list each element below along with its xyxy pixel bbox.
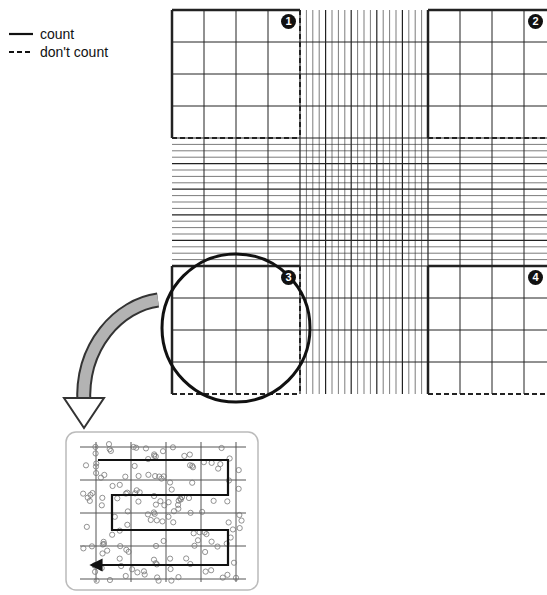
legend-sample xyxy=(8,47,34,57)
grid-line xyxy=(428,144,547,145)
grid-line xyxy=(428,42,547,43)
grid-line xyxy=(428,259,547,260)
grid-line xyxy=(428,189,547,190)
grid-line xyxy=(492,138,493,266)
grid-line xyxy=(428,208,547,209)
grid-line xyxy=(428,240,547,241)
grid-line xyxy=(428,214,547,215)
grid-line xyxy=(428,182,547,183)
legend-entry: don't count xyxy=(8,44,108,60)
grid-line xyxy=(428,202,547,203)
cells xyxy=(81,442,245,584)
grid-line xyxy=(428,221,547,222)
grid-line xyxy=(428,362,547,363)
grid-line xyxy=(172,106,300,107)
grid-line xyxy=(268,10,269,138)
grid-line xyxy=(300,246,428,247)
callout-number: 3 xyxy=(281,270,296,285)
grid-line xyxy=(428,298,547,299)
grid-line xyxy=(427,138,428,266)
grid-line xyxy=(268,266,269,394)
grid-line xyxy=(172,9,300,12)
grid-line xyxy=(96,442,97,582)
grid-line xyxy=(172,330,300,331)
grid-line xyxy=(300,362,428,363)
zoom-inset xyxy=(66,432,258,590)
grid-line xyxy=(524,266,525,394)
grid-line xyxy=(171,10,174,138)
grid-line xyxy=(300,259,428,260)
grid-line xyxy=(428,393,547,395)
grid-line xyxy=(428,157,547,158)
grid-line xyxy=(80,513,246,514)
grid-line xyxy=(428,227,547,228)
grid-line xyxy=(300,42,428,43)
grid-line xyxy=(171,266,174,394)
grid-line xyxy=(428,170,547,171)
grid-line xyxy=(300,265,428,266)
grid-line xyxy=(460,138,461,266)
zoom-arrow xyxy=(64,300,158,428)
grid-line xyxy=(428,265,547,268)
grid-line xyxy=(172,74,300,75)
grid-line xyxy=(80,447,246,448)
grid-line xyxy=(428,9,547,12)
grid-line xyxy=(428,137,547,139)
grid-line xyxy=(524,138,525,266)
counting-grid xyxy=(172,10,547,394)
grid-line xyxy=(428,246,547,247)
grid-line xyxy=(268,138,269,266)
grid-line xyxy=(428,265,547,266)
callout-number: 4 xyxy=(528,270,543,285)
callout-number: 1 xyxy=(281,14,296,29)
grid-line xyxy=(300,330,428,331)
magnifier-circle xyxy=(162,254,310,402)
grid-line xyxy=(300,298,428,299)
grid-line xyxy=(166,442,167,582)
grid-line xyxy=(204,138,205,266)
grid-line xyxy=(428,253,547,254)
grid-line xyxy=(236,138,237,266)
grid-line xyxy=(421,138,422,266)
grid-line xyxy=(428,163,547,164)
callout-number: 2 xyxy=(528,14,543,29)
grid-line xyxy=(428,330,547,331)
grid-line xyxy=(428,137,547,138)
counting-path xyxy=(92,460,228,565)
grid-line xyxy=(524,10,525,138)
grid-line xyxy=(172,362,300,363)
grid-line xyxy=(428,195,547,196)
legend-entry: count xyxy=(8,26,74,42)
grid-line xyxy=(300,74,428,75)
grid-line xyxy=(300,106,428,107)
legend-sample xyxy=(8,29,34,39)
legend-text: count xyxy=(40,26,74,42)
grid-line xyxy=(300,253,428,254)
grid-line xyxy=(172,393,300,395)
grid-line xyxy=(415,138,416,266)
legend-text: don't count xyxy=(40,44,108,60)
grid-line xyxy=(428,234,547,235)
grid-line xyxy=(428,150,547,151)
grid-line xyxy=(428,74,547,75)
grid-line xyxy=(428,176,547,177)
grid-line xyxy=(428,106,547,107)
